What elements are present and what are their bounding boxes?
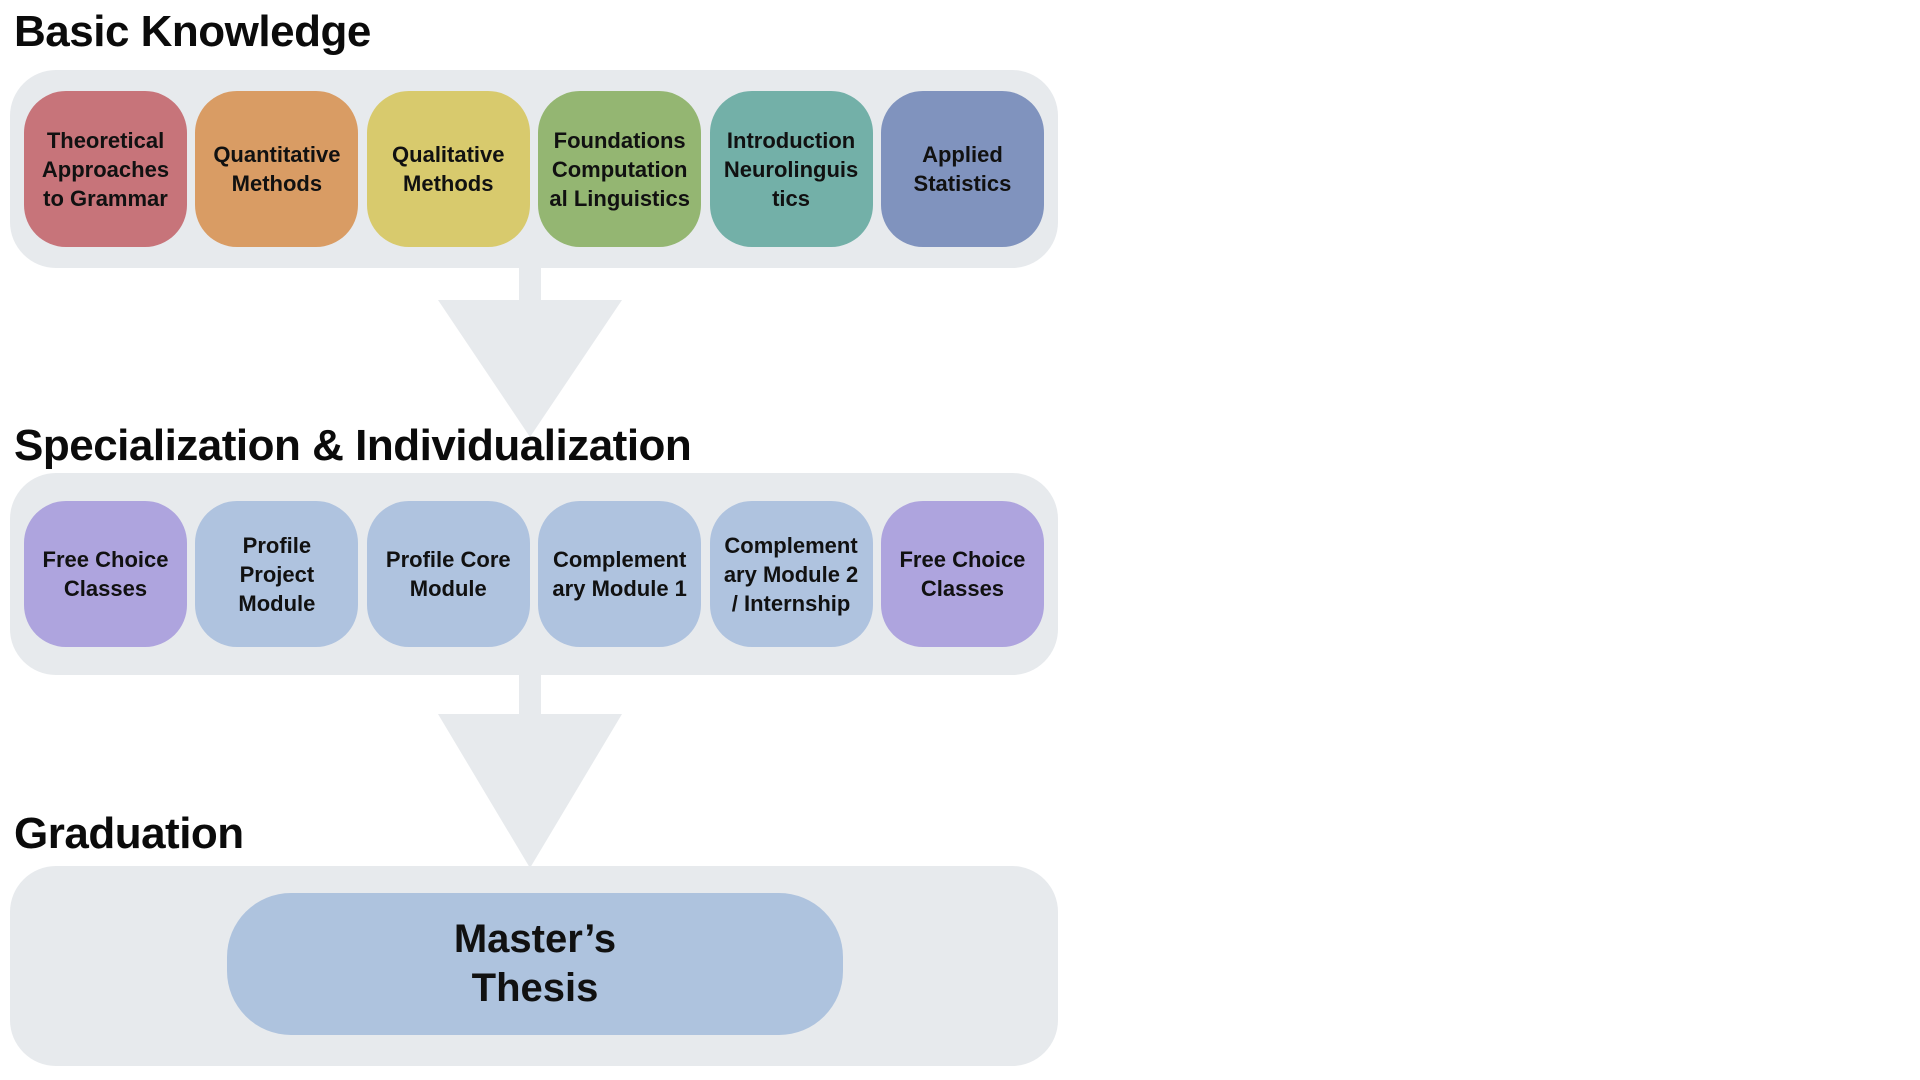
course-box-profile-project-module: Profile Project Module: [195, 501, 359, 647]
section-panel-specialization: Free Choice Classes Profile Project Modu…: [10, 473, 1058, 675]
course-box-foundations-computational-linguistics: Foundations Computation al Linguistics: [538, 91, 702, 247]
section-panel-graduation: Master’s Thesis: [10, 866, 1058, 1066]
section-title-basic-knowledge: Basic Knowledge: [14, 7, 371, 56]
course-box-complementary-module-2-internship: Complement ary Module 2 / Internship: [709, 501, 873, 647]
down-arrow-icon: [438, 714, 622, 868]
down-arrow-stem: [519, 663, 541, 716]
course-box-theoretical-approaches-to-grammar: Theoretical Approaches to Grammar: [24, 91, 187, 247]
section-panel-basic-knowledge: Theoretical Approaches to Grammar Quanti…: [10, 70, 1058, 268]
course-box-free-choice-classes-left: Free Choice Classes: [24, 501, 187, 647]
section-title-graduation: Graduation: [14, 809, 244, 858]
masters-thesis-box: Master’s Thesis: [227, 893, 843, 1035]
course-box-introduction-neurolinguistics: Introduction Neurolinguis tics: [709, 91, 873, 247]
course-box-quantitative-methods: Quantitative Methods: [195, 91, 359, 247]
course-box-complementary-module-1: Complement ary Module 1: [538, 501, 702, 647]
section-title-specialization-individualization: Specialization & Individualization: [14, 421, 692, 470]
course-box-qualitative-methods: Qualitative Methods: [366, 91, 530, 247]
course-box-free-choice-classes-right: Free Choice Classes: [880, 501, 1044, 647]
down-arrow-icon: [438, 300, 622, 437]
course-box-profile-core-module: Profile Core Module: [366, 501, 530, 647]
course-box-applied-statistics: Applied Statistics: [880, 91, 1044, 247]
